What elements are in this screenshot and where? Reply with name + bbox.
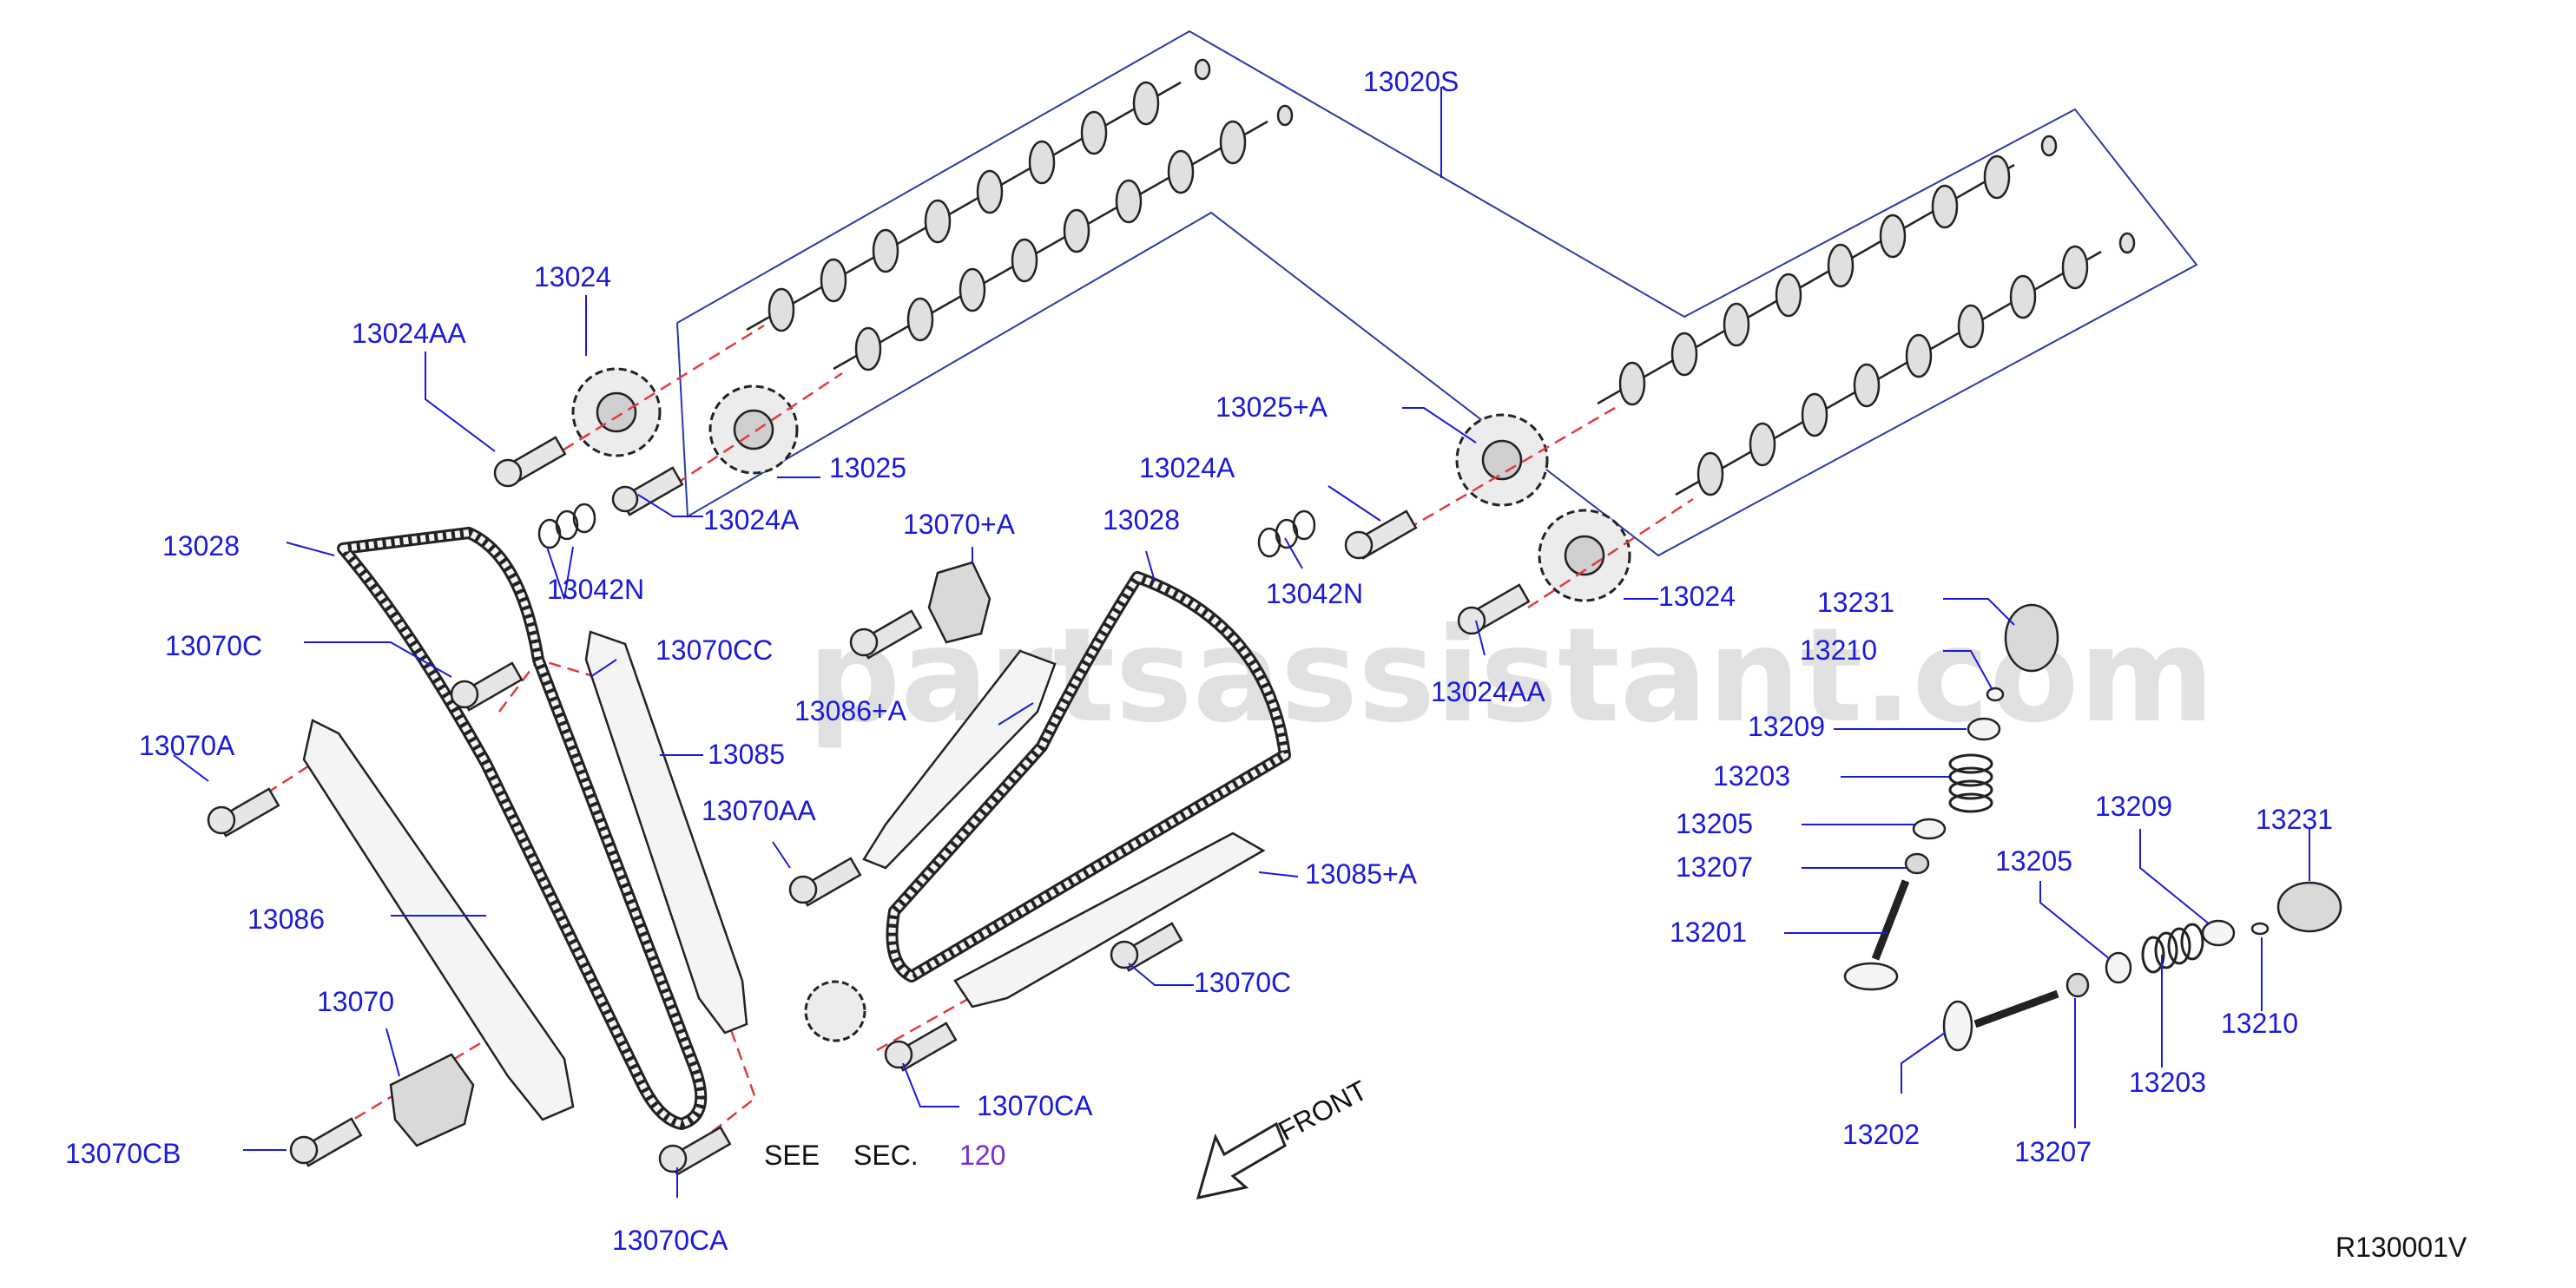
callout-13020S[interactable]: 13020S: [1363, 66, 1459, 97]
callout-13028[interactable]: 13028: [162, 530, 240, 562]
callout-13070[interactable]: 13070: [317, 986, 394, 1017]
left-bank-camshafts: [746, 58, 1294, 371]
chain-tensioners: [389, 561, 992, 1147]
section-link-120[interactable]: 120: [959, 1140, 1005, 1171]
camshaft-kit-outline: [676, 30, 2198, 557]
callout-13205-upper[interactable]: 13205: [1676, 808, 1753, 839]
callout-13070C[interactable]: 13070C: [165, 630, 262, 661]
callout-13070C-right[interactable]: 13070C: [1194, 967, 1291, 998]
callout-13203-upper[interactable]: 13203: [1713, 760, 1790, 792]
callout-13070CA[interactable]: 13070CA: [612, 1225, 728, 1256]
diagram-id: R130001V: [2336, 1232, 2467, 1263]
callout-13070-plus-A[interactable]: 13070+A: [903, 509, 1016, 540]
callout-13024[interactable]: 13024: [534, 261, 611, 292]
callout-13070CC[interactable]: 13070CC: [656, 634, 773, 666]
callout-13209-lower[interactable]: 13209: [2095, 791, 2172, 822]
fastener-bolts: [207, 436, 1531, 1176]
callout-13025-plus-A[interactable]: 13025+A: [1216, 391, 1328, 423]
valve-train-parts: [1843, 603, 2342, 1052]
callout-13070CA-right[interactable]: 13070CA: [977, 1090, 1093, 1121]
callout-13209-upper[interactable]: 13209: [1748, 711, 1825, 742]
see-text: SEE: [764, 1140, 820, 1171]
callout-13201[interactable]: 13201: [1670, 917, 1747, 948]
sec-text: SEC.: [853, 1140, 919, 1171]
front-label: FRONT: [1273, 1074, 1372, 1147]
callout-13028-right[interactable]: 13028: [1103, 504, 1180, 536]
right-bank-camshafts: [1597, 135, 2136, 496]
callout-13025[interactable]: 13025: [829, 452, 906, 483]
callout-13070A[interactable]: 13070A: [139, 730, 235, 761]
callout-13203-lower[interactable]: 13203: [2129, 1067, 2206, 1098]
callout-leader-lines: [173, 295, 2310, 1198]
callout-13024A[interactable]: 13024A: [703, 504, 800, 536]
callout-13024-right[interactable]: 13024: [1658, 581, 1736, 612]
callout-13202[interactable]: 13202: [1842, 1119, 1920, 1150]
callout-13086-plus-A[interactable]: 13086+A: [794, 695, 907, 726]
callout-13210-lower[interactable]: 13210: [2221, 1008, 2298, 1039]
callout-13210-upper[interactable]: 13210: [1800, 634, 1877, 666]
callout-13086[interactable]: 13086: [247, 904, 325, 935]
left-chain-guides: [302, 630, 748, 1121]
callout-13085-plus-A[interactable]: 13085+A: [1305, 858, 1418, 890]
callout-13205-lower[interactable]: 13205: [1995, 845, 2072, 877]
see-section-reference: SEE SEC. 120: [764, 1140, 1005, 1171]
right-timing-chain: [886, 571, 1291, 982]
right-chain-guides: [862, 649, 1266, 1009]
callout-13042N[interactable]: 13042N: [547, 574, 644, 605]
callout-13231-lower[interactable]: 13231: [2256, 804, 2333, 835]
callout-13024A-right[interactable]: 13024A: [1139, 452, 1235, 483]
callout-13207-lower[interactable]: 13207: [2014, 1136, 2092, 1167]
callout-13070CB[interactable]: 13070CB: [65, 1138, 181, 1169]
front-direction-arrow: FRONT: [1196, 1074, 1373, 1200]
callout-13207-upper[interactable]: 13207: [1676, 851, 1753, 883]
callout-13042N-right[interactable]: 13042N: [1266, 578, 1363, 609]
callout-13070AA[interactable]: 13070AA: [702, 795, 816, 826]
callout-13085[interactable]: 13085: [708, 739, 785, 770]
washer-sets: [537, 503, 1316, 558]
callout-13024AA[interactable]: 13024AA: [352, 318, 466, 349]
left-timing-chain: [337, 527, 708, 1130]
callout-13231-upper[interactable]: 13231: [1817, 587, 1894, 618]
callout-13024AA-right[interactable]: 13024AA: [1431, 676, 1545, 707]
